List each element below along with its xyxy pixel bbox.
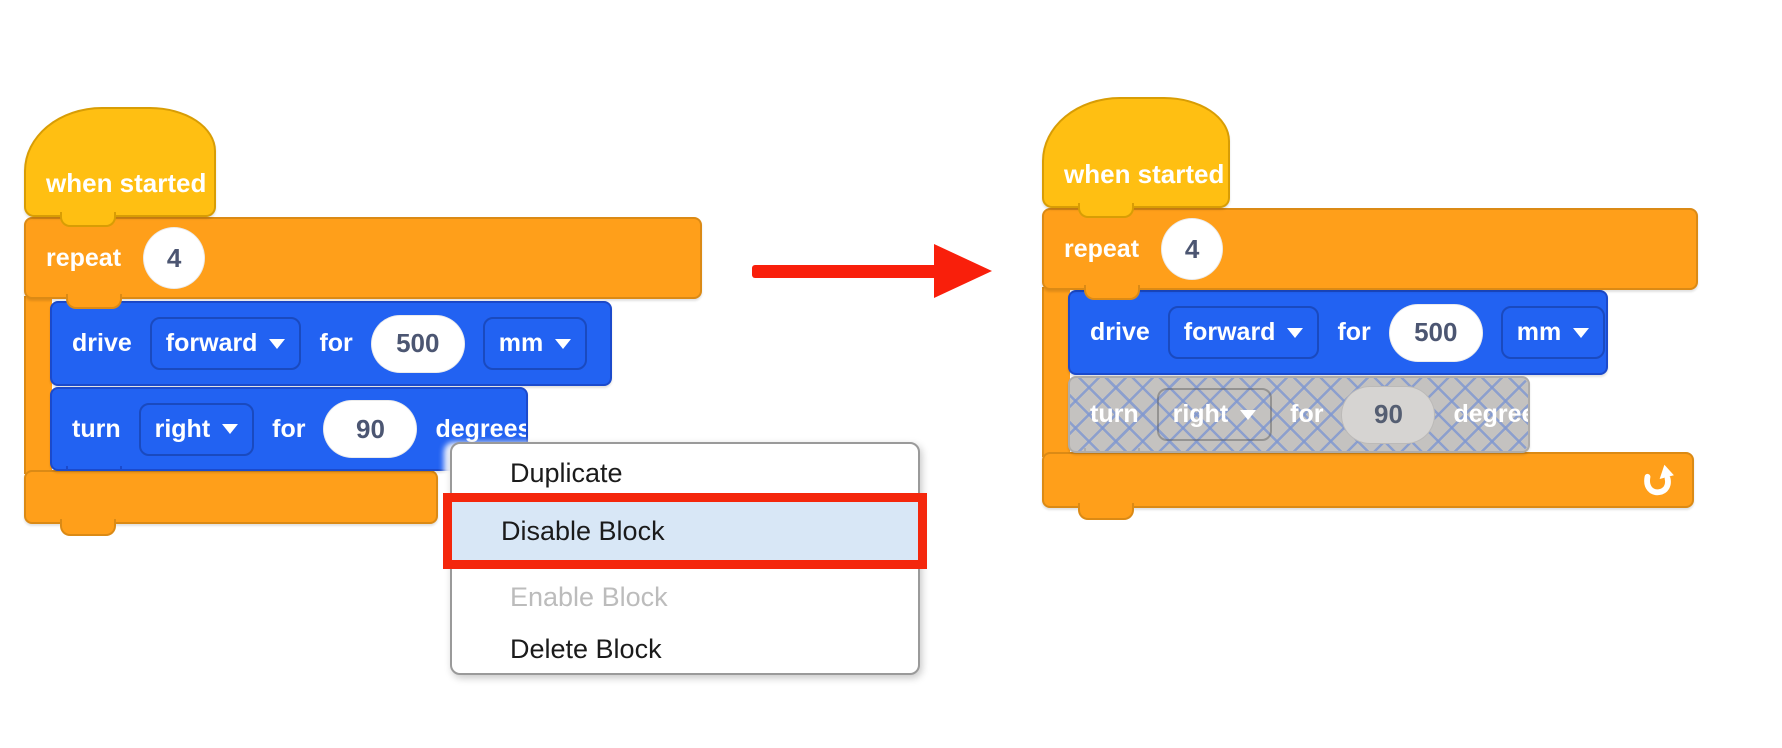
drive-unit-dropdown[interactable]: mm bbox=[482, 317, 588, 370]
turn-direction-value: right bbox=[154, 414, 211, 443]
repeat-count-input[interactable]: 4 bbox=[1161, 218, 1224, 280]
turn-for-label: for bbox=[272, 414, 306, 443]
when-started-hat-block[interactable]: when started bbox=[1042, 97, 1230, 218]
turn-block[interactable]: turn right for 90 degrees bbox=[50, 387, 528, 471]
drive-unit-value: mm bbox=[498, 329, 544, 357]
drive-unit-dropdown[interactable]: mm bbox=[1500, 306, 1606, 359]
caret-down-icon bbox=[555, 338, 572, 349]
menu-item-duplicate[interactable]: Duplicate bbox=[510, 457, 623, 488]
turn-angle-input[interactable]: 90 bbox=[323, 400, 418, 458]
loop-arrow-icon bbox=[1644, 464, 1674, 496]
repeat-block-left-arm bbox=[1042, 287, 1070, 457]
turn-angle-input[interactable]: 90 bbox=[1341, 385, 1436, 444]
turn-for-label: for bbox=[1290, 400, 1324, 428]
when-started-hat-block[interactable]: when started bbox=[24, 107, 216, 227]
drive-for-label: for bbox=[319, 329, 353, 357]
drive-direction-dropdown[interactable]: forward bbox=[1167, 306, 1320, 359]
repeat-label: repeat bbox=[46, 243, 122, 272]
turn-label: turn bbox=[1090, 400, 1139, 428]
turn-direction-dropdown[interactable]: right bbox=[138, 402, 255, 456]
drive-distance-input[interactable]: 500 bbox=[1388, 303, 1483, 362]
turn-direction-value: right bbox=[1172, 400, 1229, 428]
repeat-block-left-arm bbox=[24, 296, 52, 474]
caret-down-icon bbox=[1240, 409, 1257, 420]
red-arrow-head-icon bbox=[934, 244, 992, 298]
hat-label: when started bbox=[46, 168, 207, 198]
drive-direction-value: forward bbox=[1183, 318, 1276, 346]
repeat-label: repeat bbox=[1064, 234, 1140, 263]
caret-down-icon bbox=[269, 338, 286, 349]
drive-distance-input[interactable]: 500 bbox=[370, 314, 465, 373]
menu-item-disable-block-highlighted[interactable]: Disable Block bbox=[443, 493, 927, 569]
hat-label: when started bbox=[1064, 159, 1225, 189]
caret-down-icon bbox=[222, 424, 239, 434]
red-arrow-shaft bbox=[752, 265, 938, 278]
drive-block[interactable]: drive forward for 500 mm bbox=[1068, 290, 1608, 375]
turn-direction-dropdown[interactable]: right bbox=[1156, 388, 1273, 441]
turn-unit-label: degrees bbox=[1453, 400, 1528, 428]
turn-unit-label: degrees bbox=[435, 414, 528, 443]
turn-block-disabled[interactable]: turn right for 90 degrees bbox=[1068, 376, 1530, 453]
menu-item-enable-block: Enable Block bbox=[510, 581, 668, 612]
repeat-count-input[interactable]: 4 bbox=[143, 227, 206, 289]
turn-label: turn bbox=[72, 414, 121, 443]
drive-label: drive bbox=[72, 329, 132, 357]
repeat-block-footer[interactable] bbox=[1042, 452, 1694, 520]
caret-down-icon bbox=[1287, 327, 1304, 338]
repeat-block-footer[interactable] bbox=[24, 470, 438, 536]
drive-direction-dropdown[interactable]: forward bbox=[149, 317, 302, 370]
repeat-block-header[interactable]: repeat 4 bbox=[24, 217, 702, 309]
drive-label: drive bbox=[1090, 318, 1150, 346]
drive-unit-value: mm bbox=[1516, 318, 1562, 346]
drive-block[interactable]: drive forward for 500 mm bbox=[50, 301, 612, 386]
drive-direction-value: forward bbox=[165, 329, 258, 357]
caret-down-icon bbox=[1573, 327, 1590, 338]
repeat-block-header[interactable]: repeat 4 bbox=[1042, 208, 1698, 300]
drive-for-label: for bbox=[1337, 318, 1371, 346]
menu-item-delete-block[interactable]: Delete Block bbox=[510, 633, 662, 664]
